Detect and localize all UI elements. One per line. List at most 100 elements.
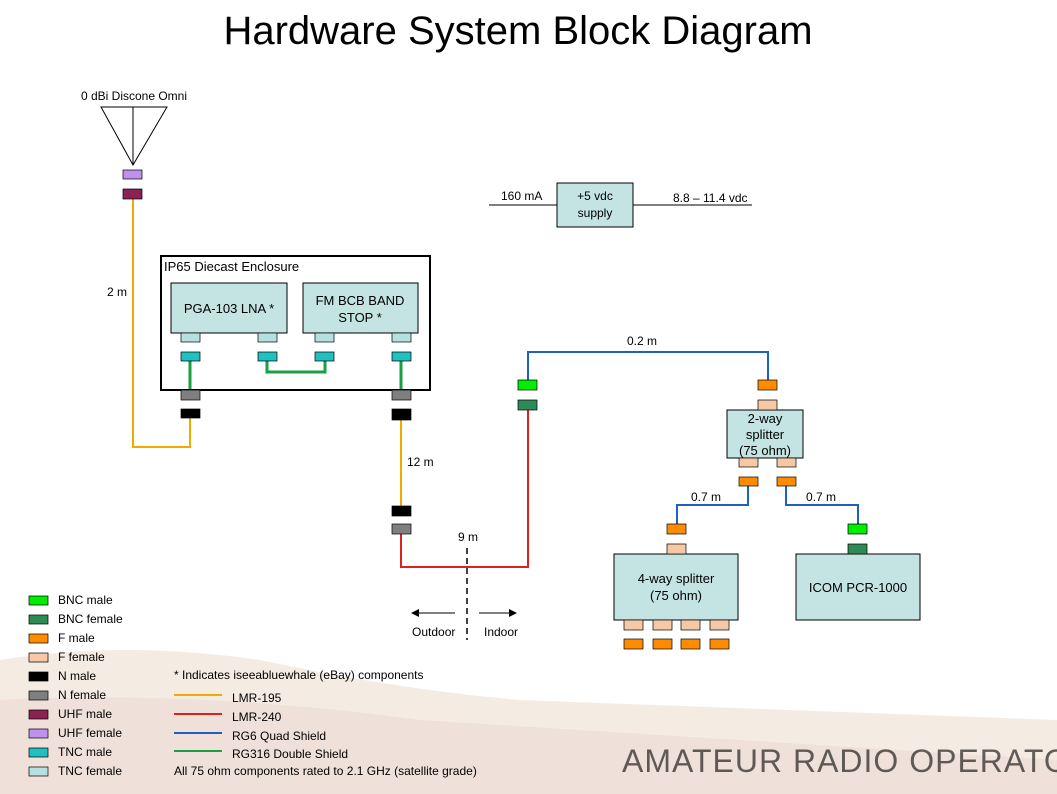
enclosure-box — [160, 255, 431, 391]
connector-f-female — [680, 619, 701, 631]
connector-tnc-male — [180, 351, 201, 362]
bandstop-label-line1: FM BCB BAND — [316, 293, 405, 308]
connector-f-male — [709, 638, 730, 650]
legend-swatch-tnc-male — [28, 747, 49, 758]
connector-f-female — [776, 457, 797, 468]
splitter2-label-line1: 2-way — [748, 411, 783, 426]
length-antenna-lna: 2 m — [107, 285, 127, 299]
connector-f-female — [623, 619, 644, 631]
connector-f-female — [738, 457, 759, 468]
connector-f-male — [738, 476, 759, 487]
legend-swatch-uhf-male — [28, 709, 49, 720]
connector-n-female — [391, 389, 412, 401]
outdoor-label: Outdoor — [412, 625, 455, 639]
connector-f-male — [776, 476, 797, 487]
legend-label-lmr195: LMR-195 — [232, 691, 282, 705]
length-to-splitter2: 0.2 m — [627, 334, 657, 348]
connector-tnc-female — [180, 332, 201, 343]
connector-f-male — [680, 638, 701, 650]
connector-tnc-male — [314, 351, 335, 362]
legend-swatch-tnc-female — [28, 766, 49, 777]
antenna-label: 0 dBi Discone Omni — [81, 89, 187, 103]
cable-rg6-to-receiver — [785, 486, 859, 524]
lna-box — [170, 282, 288, 334]
legend-swatch-f-male — [28, 633, 49, 644]
legend-swatch-n-male — [28, 671, 49, 682]
legend-label-f-male: F male — [58, 631, 95, 645]
lna-label: PGA-103 LNA * — [184, 301, 274, 316]
connector-f-female — [666, 543, 687, 555]
connector-bnc-female — [847, 543, 868, 555]
connector-f-male — [623, 638, 644, 650]
footnote: All 75 ohm components rated to 2.1 GHz (… — [174, 764, 477, 778]
legend-label-rg6: RG6 Quad Shield — [232, 729, 326, 743]
power-current-label: 160 mA — [501, 189, 542, 203]
antenna-icon — [100, 106, 168, 167]
connector-f-female — [709, 619, 730, 631]
connector-n-male — [391, 408, 412, 421]
background-scenery: AMATEUR RADIO OPERATOR — [0, 650, 1057, 794]
legend-label-bnc-female: BNC female — [58, 612, 123, 626]
ebay-note: * Indicates iseeabluewhale (eBay) compon… — [174, 668, 423, 682]
legend-swatch-n-female — [28, 690, 49, 701]
splitter2-label-line3: (75 ohm) — [739, 443, 791, 458]
length-run-to-indoor: 9 m — [458, 530, 478, 544]
power-supply-box — [556, 182, 634, 228]
antenna: 0 dBi Discone Omni — [81, 89, 187, 167]
cable-legend: LMR-195 LMR-240 RG6 Quad Shield RG316 Do… — [174, 691, 348, 761]
connector-tnc-male — [391, 351, 412, 362]
length-enclosure-down: 12 m — [407, 455, 434, 469]
connector-tnc-female — [391, 332, 412, 343]
splitter4-label-line1: 4-way splitter — [638, 571, 715, 586]
splitter2-box — [726, 409, 804, 459]
connector-legend: BNC male BNC female F male F female N ma… — [28, 593, 123, 778]
connectors — [122, 169, 868, 650]
connector-bnc-male — [517, 379, 538, 391]
receiver-box — [795, 553, 921, 621]
connector-uhf-male — [122, 188, 143, 200]
power-supply-line2: supply — [578, 206, 613, 220]
connector-bnc-male — [847, 523, 868, 535]
cable-lmr195-antenna — [132, 199, 191, 448]
connector-f-male — [757, 379, 778, 391]
connector-tnc-female — [314, 332, 335, 343]
watermark-text: AMATEUR RADIO OPERATOR — [622, 743, 1057, 779]
enclosure-label: IP65 Diecast Enclosure — [164, 259, 299, 274]
legend-label-bnc-male: BNC male — [58, 593, 113, 607]
length-to-splitter4: 0.7 m — [691, 490, 721, 504]
connector-tnc-male — [257, 351, 278, 362]
connector-n-male — [180, 408, 201, 419]
legend-swatch-bnc-male — [28, 595, 49, 606]
outdoor-indoor-boundary: Outdoor Indoor — [411, 548, 518, 640]
connector-uhf-female — [122, 169, 143, 180]
connector-f-male — [666, 523, 687, 535]
connector-f-male — [652, 638, 673, 650]
cable-lmr240-run — [400, 410, 529, 568]
legend-label-uhf-male: UHF male — [58, 707, 112, 721]
bandstop-label-line2: STOP * — [338, 310, 382, 325]
connector-f-female — [757, 399, 778, 411]
legend-label-n-female: N female — [58, 688, 106, 702]
connector-f-female — [652, 619, 673, 631]
legend-swatch-bnc-female — [28, 614, 49, 625]
cable-rg6-to-splitter4 — [676, 486, 749, 524]
splitter4-box — [613, 553, 739, 621]
outdoor-arrowhead-icon — [411, 609, 419, 617]
splitter2-label-line2: splitter — [746, 427, 785, 442]
legend-swatch-uhf-female — [28, 728, 49, 739]
page-title: Hardware System Block Diagram — [223, 9, 812, 53]
legend-label-lmr240: LMR-240 — [232, 710, 282, 724]
connector-bnc-female — [517, 399, 538, 411]
connector-n-female — [391, 523, 412, 535]
legend-label-n-male: N male — [58, 669, 96, 683]
connector-tnc-female — [257, 332, 278, 343]
length-to-receiver: 0.7 m — [806, 490, 836, 504]
legend-swatch-f-female — [28, 652, 49, 663]
connector-n-male — [391, 505, 412, 517]
power-supply-line1: +5 vdc — [577, 189, 613, 203]
legend-label-rg316: RG316 Double Shield — [232, 747, 348, 761]
receiver-label: ICOM PCR-1000 — [809, 580, 907, 595]
bandstop-box — [302, 282, 419, 334]
legend-label-tnc-male: TNC male — [58, 745, 112, 759]
